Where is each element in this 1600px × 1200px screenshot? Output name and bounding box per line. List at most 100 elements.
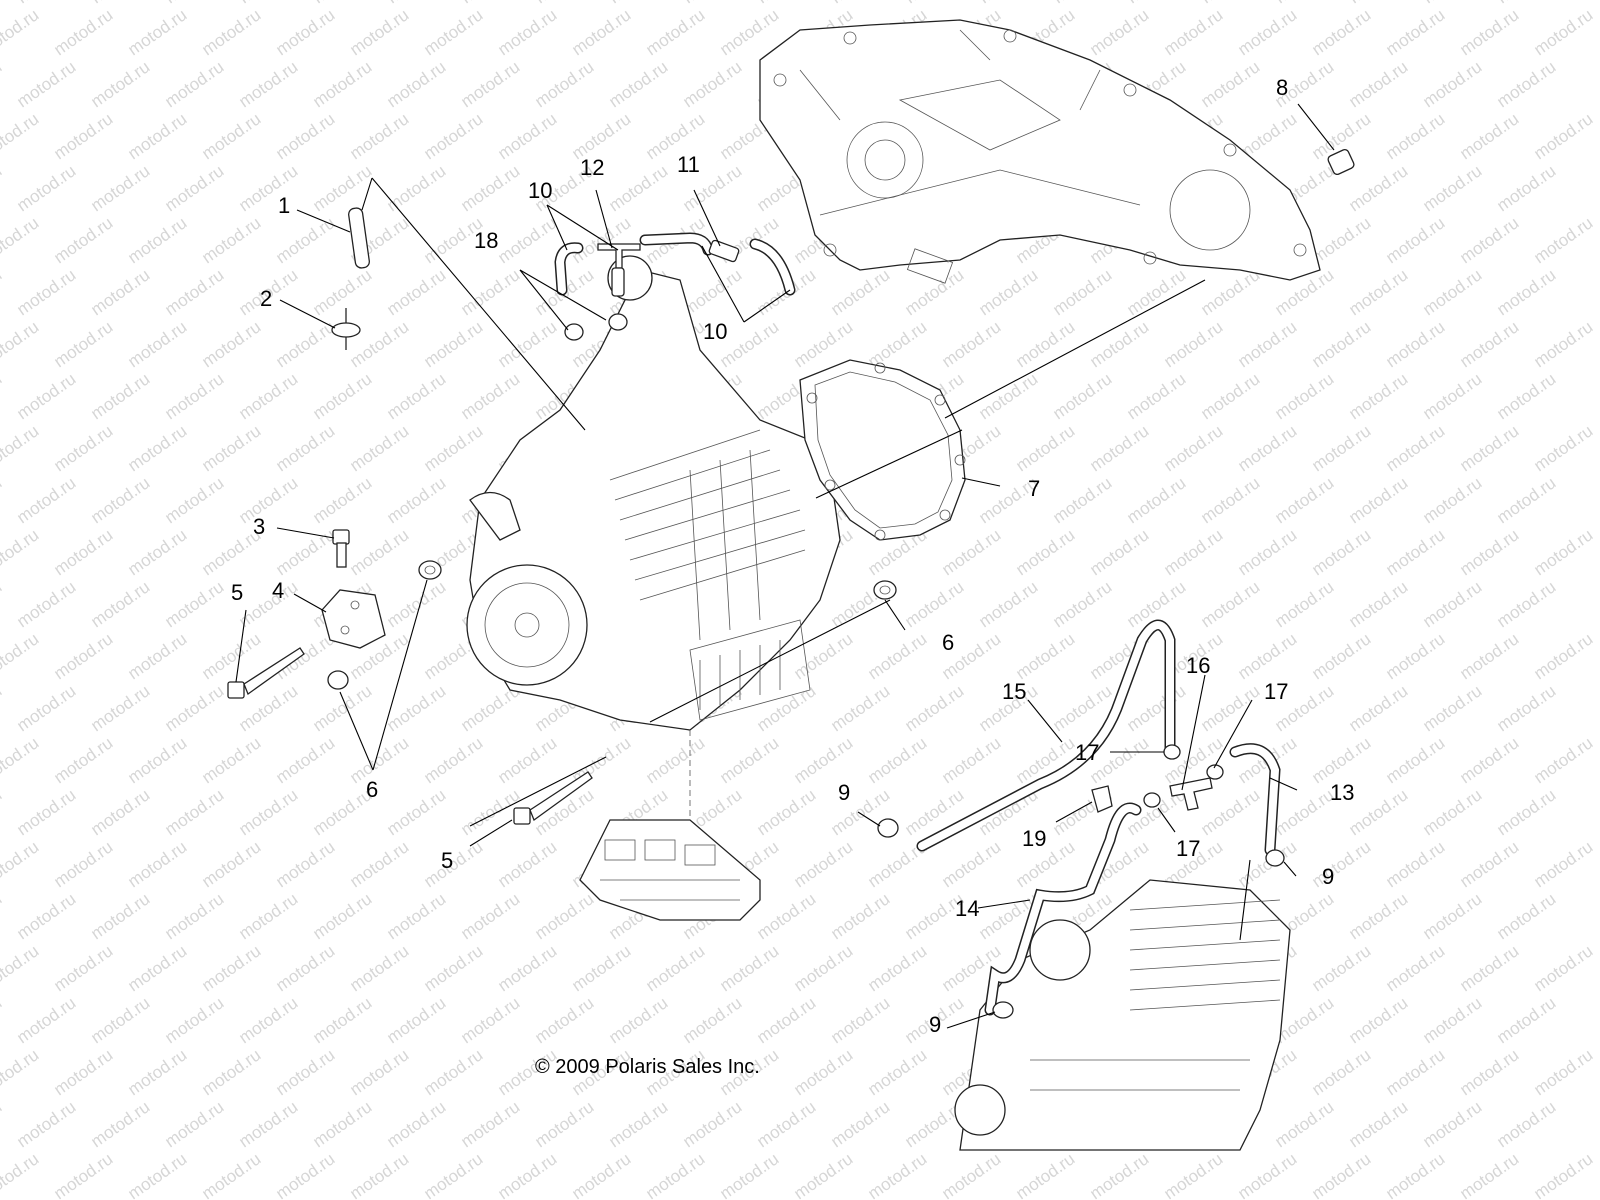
watermark-text: motod.ru (1456, 1045, 1522, 1099)
watermark-text: motod.ru (1160, 5, 1226, 59)
watermark-text: motod.ru (1271, 1097, 1337, 1151)
watermark-text: motod.ru (272, 1045, 338, 1099)
watermark-text: motod.ru (605, 1097, 671, 1151)
watermark-text: motod.ru (568, 941, 634, 995)
watermark-text: motod.ru (309, 161, 375, 215)
watermark-text: motod.ru (0, 5, 42, 59)
watermark-text: motod.ru (1345, 993, 1411, 1047)
watermark-text: motod.ru (1345, 0, 1411, 7)
part-5-bolt-upper (227, 647, 305, 699)
watermark-text: motod.ru (124, 629, 190, 683)
watermark-text: motod.ru (642, 733, 708, 787)
watermark-text: motod.ru (679, 57, 745, 111)
watermark-text: motod.ru (50, 941, 116, 995)
watermark-text: motod.ru (1456, 733, 1522, 787)
watermark-text: motod.ru (346, 5, 412, 59)
part-8-plug (1327, 148, 1355, 176)
watermark-text: motod.ru (1345, 369, 1411, 423)
watermark-text: motod.ru (1530, 837, 1596, 891)
watermark-text: motod.ru (309, 1097, 375, 1151)
watermark-text: motod.ru (161, 993, 227, 1047)
watermark-text: motod.ru (642, 1149, 708, 1200)
watermark-text: motod.ru (1197, 785, 1263, 839)
watermark-text: motod.ru (87, 577, 153, 631)
callout-9-left: 9 (838, 780, 850, 805)
watermark-text: motod.ru (827, 265, 893, 319)
watermark-text: motod.ru (272, 941, 338, 995)
watermark-text: motod.ru (1456, 525, 1522, 579)
watermark-text: motod.ru (1530, 5, 1596, 59)
watermark-text: motod.ru (457, 889, 523, 943)
watermark-text: motod.ru (1530, 109, 1596, 163)
watermark-text: motod.ru (1308, 213, 1374, 267)
watermark-text: motod.ru (50, 109, 116, 163)
watermark-text: motod.ru (272, 421, 338, 475)
watermark-text: motod.ru (0, 889, 5, 943)
part-19-clip (1091, 785, 1113, 813)
watermark-text: motod.ru (87, 57, 153, 111)
watermark-text: motod.ru (309, 0, 375, 7)
watermark-text: motod.ru (1530, 1149, 1596, 1200)
watermark-text: motod.ru (1012, 1149, 1078, 1200)
watermark-text: motod.ru (753, 1097, 819, 1151)
watermark-text: motod.ru (716, 1149, 782, 1200)
watermark-text: motod.ru (161, 473, 227, 527)
watermark-text: motod.ru (1419, 473, 1485, 527)
watermark-text: motod.ru (1493, 369, 1559, 423)
watermark-text: motod.ru (1271, 473, 1337, 527)
watermark-text: motod.ru (790, 837, 856, 891)
watermark-text: motod.ru (0, 421, 42, 475)
watermark-text: motod.ru (1234, 525, 1300, 579)
watermark-text: motod.ru (87, 161, 153, 215)
watermark-text: motod.ru (975, 265, 1041, 319)
watermark-text: motod.ru (1530, 525, 1596, 579)
watermark-text: motod.ru (1456, 213, 1522, 267)
watermark-text: motod.ru (13, 681, 79, 735)
watermark-text: motod.ru (1382, 629, 1448, 683)
watermark-text: motod.ru (901, 681, 967, 735)
watermark-text: motod.ru (1012, 421, 1078, 475)
watermark-text: motod.ru (1493, 993, 1559, 1047)
watermark-text: motod.ru (938, 733, 1004, 787)
watermark-text: motod.ru (494, 837, 560, 891)
watermark-text: motod.ru (1456, 5, 1522, 59)
watermark-text: motod.ru (309, 993, 375, 1047)
watermark-text: motod.ru (1197, 577, 1263, 631)
watermark-text: motod.ru (124, 1045, 190, 1099)
watermark-text: motod.ru (0, 993, 5, 1047)
callout-2: 2 (260, 286, 272, 311)
part-9-clamp-b (1265, 849, 1285, 867)
watermark-text: motod.ru (1382, 1149, 1448, 1200)
watermark-text: motod.ru (1419, 993, 1485, 1047)
callout-17-mid: 17 (1075, 740, 1099, 765)
watermark-text: motod.ru (420, 1045, 486, 1099)
part-18-cap-b (608, 313, 628, 331)
watermark-text: motod.ru (1049, 369, 1115, 423)
watermark-text: motod.ru (0, 733, 42, 787)
watermark-text: motod.ru (124, 213, 190, 267)
watermark-text: motod.ru (605, 57, 671, 111)
watermark-text: motod.ru (1456, 1149, 1522, 1200)
watermark-text: motod.ru (457, 265, 523, 319)
watermark-text: motod.ru (198, 1045, 264, 1099)
callout-8: 8 (1276, 75, 1288, 100)
watermark-text: motod.ru (531, 57, 597, 111)
watermark-text: motod.ru (13, 369, 79, 423)
watermark-text: motod.ru (716, 941, 782, 995)
part-5-bolt-lower (513, 771, 593, 825)
watermark-text: motod.ru (1382, 733, 1448, 787)
watermark-text: motod.ru (568, 5, 634, 59)
watermark-text: motod.ru (1419, 785, 1485, 839)
watermark-text: motod.ru (494, 317, 560, 371)
callout-3: 3 (253, 514, 265, 539)
watermark-text: motod.ru (198, 629, 264, 683)
watermark-text: motod.ru (420, 5, 486, 59)
watermark-text: motod.ru (1308, 5, 1374, 59)
watermark-text: motod.ru (1197, 369, 1263, 423)
watermark-text: motod.ru (1086, 1149, 1152, 1200)
watermark-text: motod.ru (1456, 317, 1522, 371)
watermark-text: motod.ru (1308, 1045, 1374, 1099)
watermark-text: motod.ru (0, 369, 5, 423)
watermark-text: motod.ru (50, 213, 116, 267)
callout-5-lower: 5 (441, 848, 453, 873)
